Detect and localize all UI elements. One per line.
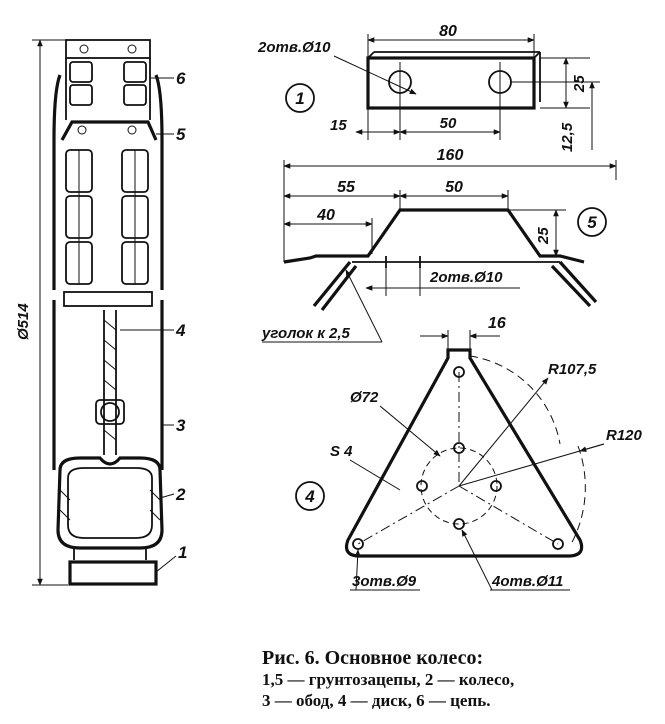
hub-bolt [100,402,120,422]
part-4-thickness-label: S 4 [330,443,353,460]
part-1-plate [366,56,536,110]
part-1-dim-50: 50 [440,115,457,132]
part-1-dim-80: 80 [439,23,457,40]
part-5-holes-label: 2отв.Ø10 [429,269,503,286]
part-5-right-leg [550,260,598,308]
chain-column [65,149,149,285]
callout-6: 6 [176,69,186,88]
grouser-5 [60,120,158,141]
part-1-dim-15: 15 [330,117,347,134]
part-5-number: 5 [587,213,597,232]
part-1-dim-25: 25 [571,75,588,93]
part-4-triangle-disk [344,348,584,558]
part-5-dim-160: 160 [437,147,464,164]
top-grouser [65,39,151,59]
part-4-drawing: 16 R107,5 R120 Ø72 S 4 [295,315,643,591]
figure-caption: Рис. 6. Основное колесо: 1,5 — грунтозац… [262,648,662,711]
wheel-side-view: Ø514 [15,39,187,586]
part-5-left-leg [312,260,358,311]
part-5-dim-50: 50 [445,179,463,196]
part-4-hole-top [453,366,465,378]
caption-line-2: 3 — обод, 4 — диск, 6 — цепь. [262,691,491,710]
part-1-drawing: 1 80 2отв.Ø10 25 12,5 15 50 [257,23,600,152]
rim-body [52,300,164,470]
part-4-dia-label: Ø72 [350,389,379,406]
callout-1: 1 [178,543,187,562]
callout-2: 2 [175,485,186,504]
bottom-grouser [68,560,158,586]
callout-3: 3 [176,416,186,435]
shell-left [52,74,62,290]
part-4-bolt-circle [420,447,498,525]
part-1-dim-12-5: 12,5 [559,122,576,152]
chain-plate [63,291,153,307]
part-1-number-circle [285,83,315,113]
shell-right [154,74,164,290]
part-5-drawing: 160 55 50 40 25 5 2отв.Ø10 уголок к 2,5 [261,147,617,343]
chain-upper [69,61,147,106]
diameter-label: Ø514 [15,303,32,340]
part-5-angle-label: уголок к 2,5 [261,325,350,342]
part-4-dim-16: 16 [488,315,506,332]
part-5-dim-25: 25 [535,227,552,245]
callout-5: 5 [176,125,186,144]
part-1-number: 1 [295,89,304,108]
part-1-holes-label: 2отв.Ø10 [257,39,331,56]
wheel-tire [56,456,164,550]
part-4-r120-label: R120 [606,427,643,444]
part-4-holes-large-label: 4отв.Ø11 [491,573,563,590]
callout-4: 4 [175,321,186,340]
part-4-holes-small-label: 3отв.Ø9 [352,573,417,590]
caption-title: Рис. 6. Основное колесо: [262,647,484,669]
disk-4 [103,310,117,455]
caption-line-1: 1,5 — грунтозацепы, 2 — колесо, [262,670,515,689]
part-4-r107-label: R107,5 [548,361,597,378]
part-4-number: 4 [304,487,315,506]
part-5-dim-55: 55 [337,179,356,196]
part-5-dim-40: 40 [316,207,335,224]
